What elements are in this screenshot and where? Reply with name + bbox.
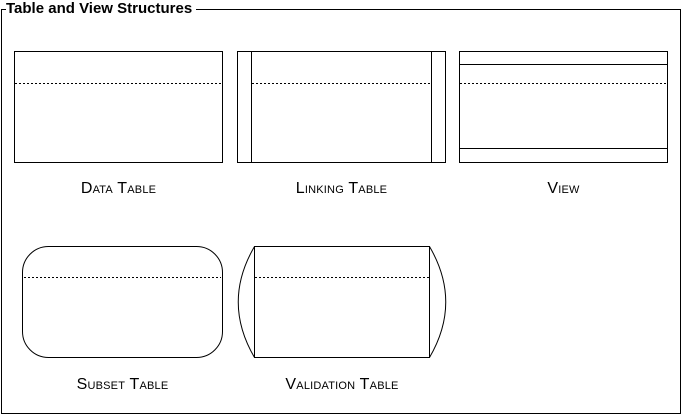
subset-table-label: Subset Table	[76, 376, 169, 393]
outer-frame	[1, 9, 681, 414]
data-table-label: Data Table	[80, 180, 157, 197]
diagram-title: Table and View Structures	[6, 0, 197, 19]
linking-table-label: Linking Table	[295, 180, 388, 197]
view-symbol	[459, 51, 668, 163]
view-label: View	[547, 180, 580, 197]
validation-table-label: Validation Table	[285, 376, 399, 393]
subset-table-symbol	[22, 246, 223, 358]
linking-table-symbol	[237, 51, 446, 163]
validation-table-symbol	[237, 246, 447, 358]
data-table-symbol	[14, 51, 223, 163]
